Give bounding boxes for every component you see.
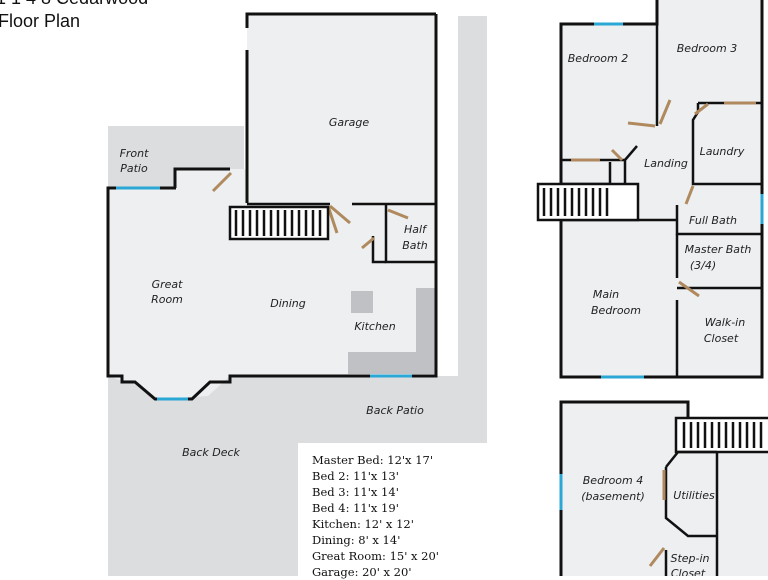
- door-swing: [361, 236, 375, 250]
- room-label-stepin-closet: Step-in: [670, 552, 709, 565]
- kitchen-island: [351, 291, 373, 313]
- dimension-item: Bed 4: 11'x 19': [312, 501, 399, 515]
- upper-floor: Bedroom 2 Bedroom 3 Laundry Landing Full…: [536, 0, 764, 379]
- room-label-laundry: Laundry: [700, 145, 745, 158]
- stairs: [536, 182, 640, 222]
- room-label-walkin-closet: Walk-in: [705, 316, 745, 329]
- dimension-item: Bed 3: 11'x 14': [312, 485, 399, 499]
- door-swing: [627, 121, 656, 128]
- stairs: [228, 205, 330, 241]
- room-label-back-patio: Back Patio: [366, 404, 424, 417]
- side-walkway: [458, 16, 487, 376]
- room-label-landing: Landing: [644, 157, 688, 170]
- room-label-front-patio: Front: [120, 147, 150, 160]
- room-label-dining: Dining: [270, 297, 306, 310]
- interior-wall: [664, 467, 717, 576]
- dimension-item: Dining: 8' x 14': [312, 533, 401, 547]
- interior-wall: [623, 145, 638, 184]
- room-label-bedroom-3: Bedroom 3: [677, 42, 738, 55]
- room-label-kitchen: Kitchen: [354, 320, 395, 333]
- dimension-item: Garage: 20' x 20': [312, 565, 412, 579]
- door-swing: [658, 99, 672, 125]
- main-floor: Front Patio Garage Half Bath Great Room …: [106, 12, 487, 576]
- door-swing: [329, 204, 351, 225]
- exterior-wall: [559, 0, 764, 379]
- door-swing: [648, 547, 666, 567]
- room-label-main-bedroom: Main: [593, 288, 619, 301]
- room-label-garage: Garage: [329, 116, 370, 129]
- dimension-item: Kitchen: 12' x 12': [312, 517, 414, 531]
- back-deck-area: [108, 376, 298, 576]
- room-label-bedroom-4: (basement): [581, 490, 645, 503]
- room-label-master-bath: Master Bath: [685, 243, 752, 256]
- plan-subtitle: Floor Plan: [0, 11, 80, 31]
- door-swing: [387, 208, 409, 220]
- room-label-main-bedroom: Bedroom: [591, 304, 641, 317]
- room-label-bedroom-4: Bedroom 4: [583, 474, 644, 487]
- door-swing: [678, 280, 700, 298]
- basement-floor: Bedroom 4 (basement) Utilities Step-in C…: [559, 400, 768, 576]
- half-bath-wall: [371, 236, 386, 264]
- dimension-item: Great Room: 15' x 20': [312, 549, 439, 563]
- room-label-great-room: Room: [151, 293, 183, 306]
- door-swing: [684, 185, 695, 205]
- door-swing: [326, 205, 339, 234]
- room-label-half-bath: Half: [404, 223, 428, 236]
- door-swing: [211, 171, 233, 193]
- room-dimensions-list: Master Bed: 12'x 17' Bed 2: 11'x 13' Bed…: [312, 452, 439, 580]
- door-swing: [610, 148, 624, 162]
- garage-front-wall: [173, 167, 230, 188]
- room-label-bedroom-2: Bedroom 2: [568, 52, 629, 65]
- dimension-item: Master Bed: 12'x 17': [312, 453, 433, 467]
- room-label-stepin-closet: Closet: [671, 567, 706, 576]
- room-label-front-patio: Patio: [120, 162, 148, 175]
- room-label-utilities: Utilities: [673, 489, 715, 502]
- plan-title: 1 1 4 8 Cedarwood: [0, 0, 148, 8]
- room-label-master-bath: (3/4): [690, 259, 716, 272]
- back-patio-area: [298, 376, 487, 443]
- room-label-full-bath: Full Bath: [689, 214, 737, 227]
- dimension-item: Bed 2: 11'x 13': [312, 469, 399, 483]
- interior-wall: [691, 126, 762, 186]
- room-label-walkin-closet: Closet: [704, 332, 739, 345]
- exterior-wall: [106, 14, 438, 401]
- room-label-half-bath: Bath: [402, 239, 428, 252]
- kitchen-counter: [348, 352, 436, 374]
- upper-floor-surface: [538, 0, 762, 377]
- interior-wall: [675, 234, 762, 377]
- interior-wall: [665, 450, 719, 576]
- room-label-back-deck: Back Deck: [182, 446, 240, 459]
- door-swing: [694, 102, 709, 116]
- exterior-wall: [245, 12, 436, 28]
- room-label-great-room: Great: [152, 278, 184, 291]
- stairs: [674, 416, 768, 454]
